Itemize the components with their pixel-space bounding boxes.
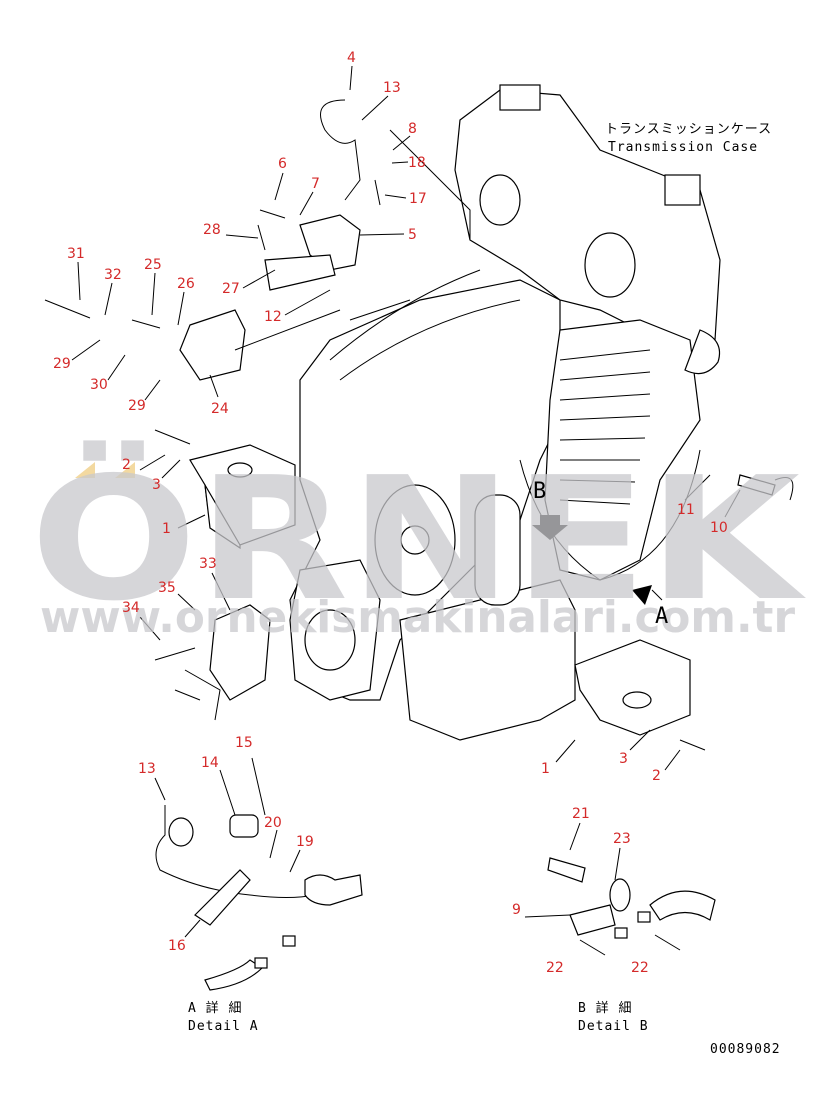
callout: 7	[311, 176, 320, 192]
callout: 19	[296, 834, 314, 850]
callout: 6	[278, 156, 287, 172]
callout: 24	[211, 401, 229, 417]
callout-labels: 4 13 8 18 7 6 17 5 28 27 12 31 32 25 26 …	[53, 50, 728, 976]
callout: 3	[619, 751, 628, 767]
callout: 32	[104, 267, 122, 283]
transmission-case-label-jp: トランスミッションケース	[605, 122, 772, 137]
watermark: ÖRNEK www.ornekismakinalari.com.tr	[30, 440, 806, 643]
watermark-logo-accent	[75, 462, 135, 478]
watermark-brand: ÖRNEK	[30, 440, 806, 639]
drawing-number: 00089082	[710, 1042, 781, 1057]
detail-a-title-jp: A 詳 細	[188, 1000, 242, 1016]
callout: 13	[138, 761, 156, 777]
detail-a-title-en: Detail A	[188, 1019, 259, 1034]
callout: 9	[512, 902, 521, 918]
engine-assembly-drawing	[44, 65, 794, 991]
callout: 22	[631, 960, 649, 976]
callout: 15	[235, 735, 253, 751]
callout: 23	[613, 831, 631, 847]
callout: 25	[144, 257, 162, 273]
callout: 16	[168, 938, 186, 954]
callout: 28	[203, 222, 221, 238]
view-marker-b: B	[533, 479, 546, 504]
callout: 35	[158, 580, 176, 596]
callout: 2	[122, 457, 131, 473]
callout: 3	[152, 477, 161, 493]
callout: 34	[122, 600, 140, 616]
callout: 11	[677, 502, 695, 518]
callout: 21	[572, 806, 590, 822]
watermark-url: www.ornekismakinalari.com.tr	[40, 592, 795, 643]
callout: 31	[67, 246, 85, 262]
detail-b-title-jp: B 詳 細	[578, 1000, 632, 1016]
detail-b-title-en: Detail B	[578, 1019, 649, 1034]
callout: 4	[347, 50, 356, 66]
callout: 22	[546, 960, 564, 976]
view-marker-a: A	[655, 604, 668, 629]
callout: 5	[408, 227, 417, 243]
callout: 33	[199, 556, 217, 572]
transmission-case-label-en: Transmission Case	[608, 140, 758, 155]
callout: 17	[409, 191, 427, 207]
callout: 30	[90, 377, 108, 393]
callout: 8	[408, 121, 417, 137]
callout: 2	[652, 768, 661, 784]
callout: 27	[222, 281, 240, 297]
callout: 1	[541, 761, 550, 777]
callout: 18	[408, 155, 426, 171]
callout: 13	[383, 80, 401, 96]
callout: 20	[264, 815, 282, 831]
callout: 26	[177, 276, 195, 292]
callout: 14	[201, 755, 219, 771]
callout: 10	[710, 520, 728, 536]
callout: 12	[264, 309, 282, 325]
callout: 1	[162, 521, 171, 537]
callout: 29	[128, 398, 146, 414]
callout: 29	[53, 356, 71, 372]
